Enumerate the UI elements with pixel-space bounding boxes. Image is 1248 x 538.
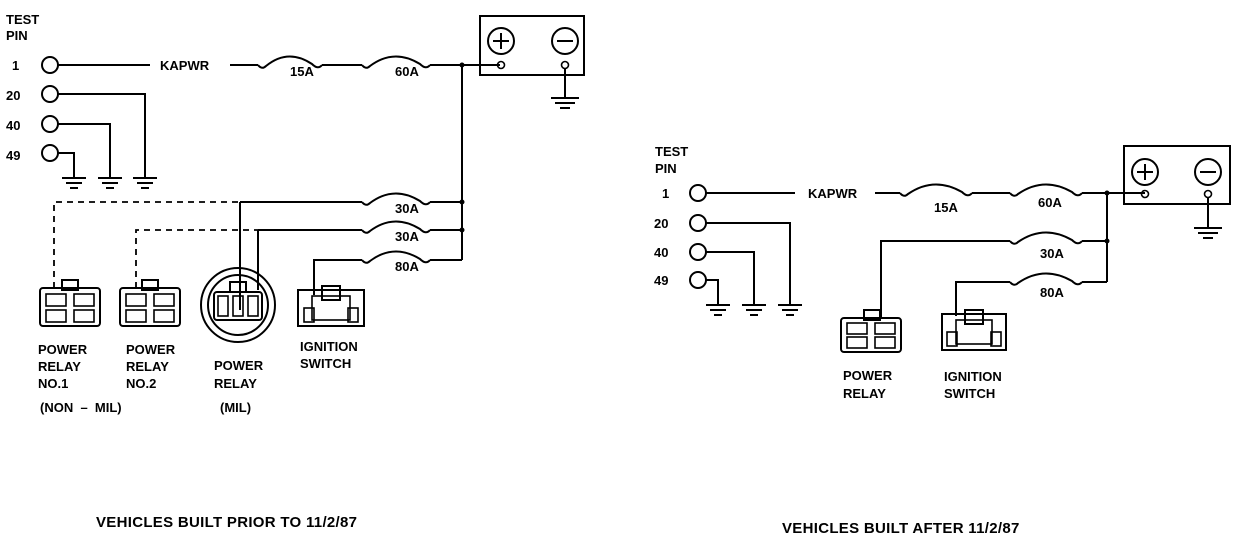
left-fuse-80a <box>361 250 431 264</box>
left-relay-mil-label-3: (MIL) <box>220 400 251 415</box>
right-test-pin-label-2: PIN <box>655 161 677 176</box>
left-ignition-switch-connector <box>297 285 365 327</box>
right-fuse-15a <box>899 183 973 197</box>
right-relay-label-1: POWER <box>843 368 893 383</box>
right-fuse-30a-label: 30A <box>1040 246 1064 261</box>
right-ground-pin20-icon <box>778 304 802 316</box>
left-fuse-60a <box>361 55 431 69</box>
right-pin-49-label: 49 <box>654 273 668 288</box>
right-ground-pin49-icon <box>706 304 730 316</box>
right-ignition-label-1: IGNITION <box>944 369 1002 384</box>
right-pin-40-label: 40 <box>654 245 668 260</box>
left-pin-1-terminal <box>41 56 59 74</box>
left-fuse-30a-middle-label: 30A <box>395 229 419 244</box>
left-pin-49-terminal <box>41 144 59 162</box>
right-ground-pin40-icon <box>742 304 766 316</box>
left-ground-pin49-icon <box>62 177 86 189</box>
right-power-relay-connector <box>840 309 902 353</box>
left-fuse-60a-label: 60A <box>395 64 419 79</box>
left-battery-plus-icon <box>487 27 515 55</box>
left-battery-ground-icon <box>551 97 579 109</box>
left-diagram: TEST PIN 1 20 40 49 KAPWR 15A 60A <box>6 12 585 531</box>
right-relay-label-2: RELAY <box>843 386 886 401</box>
right-battery-ground-icon <box>1194 227 1222 239</box>
right-caption: VEHICLES BUILT AFTER 11/2/87 <box>782 520 1020 537</box>
right-pin-20-terminal <box>689 214 707 232</box>
left-relay1-label-1: POWER <box>38 342 88 357</box>
left-relay-mil-label-2: RELAY <box>214 376 257 391</box>
left-fuse-30a-top <box>361 192 431 206</box>
left-fuse-80a-label: 80A <box>395 259 419 274</box>
left-ignition-label-1: IGNITION <box>300 339 358 354</box>
right-fuse-30a <box>1009 231 1083 245</box>
left-relay2-label-2: RELAY <box>126 359 169 374</box>
left-battery <box>479 15 585 76</box>
left-caption: VEHICLES BUILT PRIOR TO 11/2/87 <box>96 514 357 531</box>
right-battery-plus-icon <box>1131 158 1159 186</box>
left-pin-1-label: 1 <box>12 58 19 73</box>
left-pin-40-terminal <box>41 115 59 133</box>
right-battery-minus-icon <box>1194 158 1222 186</box>
left-power-relay-2-connector <box>119 279 181 327</box>
left-relay1-label-3: NO.1 <box>38 376 68 391</box>
right-pin-1-label: 1 <box>662 186 669 201</box>
right-fuse-60a-label: 60A <box>1038 195 1062 210</box>
right-pin-49-terminal <box>689 271 707 289</box>
left-relay2-label-1: POWER <box>126 342 176 357</box>
left-fuse-15a-label: 15A <box>290 64 314 79</box>
right-fuse-80a <box>1009 272 1083 286</box>
left-pin-20-label: 20 <box>6 88 20 103</box>
right-ignition-label-2: SWITCH <box>944 386 995 401</box>
left-pin-49-label: 49 <box>6 148 20 163</box>
left-test-pin-label-2: PIN <box>6 28 28 43</box>
left-relay1-label-2: RELAY <box>38 359 81 374</box>
right-kapwr-label: KAPWR <box>808 186 858 201</box>
right-fuse-15a-label: 15A <box>934 200 958 215</box>
left-relay2-label-3: NO.2 <box>126 376 156 391</box>
left-test-pin-label-1: TEST <box>6 12 39 27</box>
left-relay-mil-label-1: POWER <box>214 358 264 373</box>
left-fuse-30a-top-label: 30A <box>395 201 419 216</box>
right-pin-1-terminal <box>689 184 707 202</box>
right-test-pin-label-1: TEST <box>655 144 688 159</box>
right-diagram: TEST PIN 1 20 40 49 KAPWR 15A 60A <box>654 144 1231 537</box>
left-power-relay-mil-connector <box>200 267 276 343</box>
left-ignition-label-2: SWITCH <box>300 356 351 371</box>
left-battery-minus-icon <box>551 27 579 55</box>
right-fuse-60a <box>1009 183 1083 197</box>
right-pin-40-terminal <box>689 243 707 261</box>
left-ground-pin20-icon <box>133 177 157 189</box>
left-non-mil-label: (NON – MIL) <box>40 400 122 415</box>
left-fuse-30a-middle <box>361 220 431 234</box>
left-ground-pin40-icon <box>98 177 122 189</box>
left-pin-20-terminal <box>41 85 59 103</box>
left-kapwr-label: KAPWR <box>160 58 210 73</box>
right-battery <box>1123 145 1231 205</box>
right-fuse-80a-label: 80A <box>1040 285 1064 300</box>
right-ignition-switch-connector <box>941 309 1007 351</box>
left-power-relay-1-connector <box>39 279 101 327</box>
right-pin-20-label: 20 <box>654 216 668 231</box>
left-fuse-15a <box>257 55 323 69</box>
left-pin-40-label: 40 <box>6 118 20 133</box>
